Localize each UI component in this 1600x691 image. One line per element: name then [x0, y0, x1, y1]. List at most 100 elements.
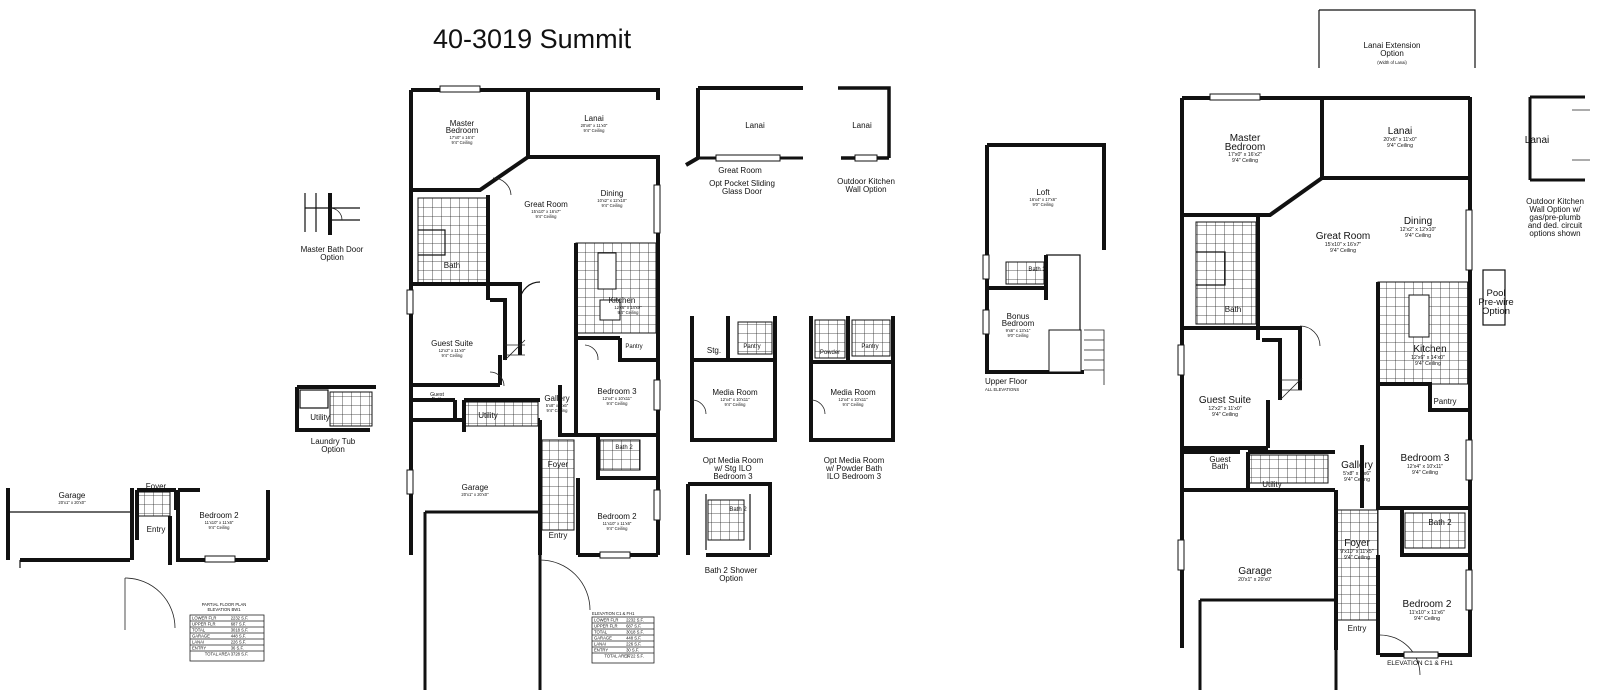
upper-floor-caption: Upper Floor	[985, 377, 1028, 386]
area-row-label: GARAGE	[594, 636, 612, 641]
plan-a-bedroom3-ceiling: 9'4" Ceiling	[607, 401, 629, 406]
area-row-label: UPPER FLR	[192, 622, 216, 627]
media1-pantry-label: Pantry	[743, 344, 760, 350]
plan-a-master-ceiling: 9'4" Ceiling	[452, 140, 474, 145]
plan-a-kitchen-ceiling: 9'4" Ceiling	[618, 310, 640, 315]
plan-b-gallery-size: 5'x8" x 7'x6"	[1343, 471, 1371, 477]
area-row-value: 36 S.F.	[231, 646, 244, 651]
plan-b-master-size: 17'x0" x 16'x2"	[1228, 152, 1262, 158]
plan-a-lanai-ceiling: 9'4" Ceiling	[584, 128, 606, 133]
area-row-value: 3018 S.F.	[626, 630, 644, 635]
plan-b-foyer-label: Foyer	[1344, 538, 1370, 549]
plan-a-gallery-size: 5'x8" x 7'x6"	[546, 403, 569, 408]
plan-b-dining-ceiling: 9'4" Ceiling	[1405, 233, 1431, 239]
plan-a-great-room-ceiling: 9'4" Ceiling	[536, 214, 558, 219]
plan-a-bedroom2-size: 11'x10" x 11'x6"	[603, 521, 632, 526]
plan-b-dining-label: Dining	[1404, 216, 1432, 227]
opt-lanai1-label: Lanai	[745, 121, 765, 130]
plan-b-bedroom2-ceiling: 9'4" Ceiling	[1414, 616, 1440, 622]
area-row-label: LANAI	[192, 640, 204, 645]
area-total-label: TOTAL AREA	[604, 654, 629, 659]
opt-lanai2-label: Lanai	[852, 121, 872, 130]
area-row-label: TOTAL	[594, 630, 608, 635]
plan-b-great-room-label: Great Room	[1316, 231, 1370, 242]
opt-great-room-label: Great Room	[718, 166, 762, 175]
sheet-title: 40-3019 Summit	[433, 24, 632, 54]
area-row-value: 30 S.F.	[626, 648, 639, 653]
partial-entry-label: Entry	[147, 525, 166, 534]
plan-b-garage-label: Garage	[1238, 566, 1272, 577]
area-row-label: GARAGE	[192, 634, 210, 639]
plan-a-garage-label: Garage	[462, 483, 489, 492]
plan-b-pantry-label: Pantry	[1433, 397, 1456, 406]
area-total-value: 3722 S.F.	[626, 654, 644, 659]
plan-b-bedroom3-size: 12'x4" x 10'x11"	[1407, 464, 1443, 470]
plan-a-bedroom2-ceiling: 9'4" Ceiling	[607, 526, 629, 531]
area-row-value: 448 S.F.	[626, 636, 641, 641]
area-row-value: 687 S.F.	[231, 622, 246, 627]
area-row-label: LOWER FLR	[594, 618, 618, 623]
media2-name: Media Room	[830, 388, 876, 397]
area-total-value: 3728 S.F.	[231, 652, 249, 657]
plan-a-great-room-label: Great Room	[524, 200, 568, 209]
plan-b-utility-label: Utility	[1262, 480, 1282, 489]
plan-b-bath2-label: Bath 2	[1428, 518, 1452, 527]
area-row-label: ENTRY	[192, 646, 206, 651]
area-row-label: TOTAL	[192, 628, 206, 633]
plan-a-dining-label: Dining	[601, 189, 624, 198]
plan-b-guest-suite-size: 12'x2" x 11'x0"	[1208, 406, 1241, 412]
upper-floor-plan: Loft 16'x4" x 17'x6" 9'0" Ceiling Bath 3…	[982, 143, 1106, 392]
plan-b-garage-size: 20'x1" x 20'x0"	[1238, 577, 1272, 583]
plan-a-dining-size: 10'x2" x 12'x10"	[597, 198, 627, 203]
upper-bonus-ceiling: 9'0" Ceiling	[1008, 333, 1030, 338]
plan-b-great-room-ceiling: 9'4" Ceiling	[1330, 248, 1356, 254]
plan-b-entry-label: Entry	[1348, 624, 1367, 633]
plan-b-gallery-ceiling: 9'4" Ceiling	[1344, 477, 1370, 483]
plan-a-great-room-size: 15'x10" x 16'x7"	[531, 209, 561, 214]
partial-foyer-label: Foyer	[146, 482, 167, 491]
plan-a-entry-label: Entry	[549, 531, 568, 540]
plan-a-utility-label: Utility	[478, 411, 498, 420]
partial-bedroom2-label: Bedroom 2	[199, 511, 239, 520]
area-row-value: 3018 S.F.	[231, 628, 249, 633]
plan-a-master-size: 17'x0" x 16'4"	[449, 135, 475, 140]
area-row-value: 226 S.F.	[231, 640, 246, 645]
upper-floor-sub: ALL ELEVATIONS	[985, 387, 1019, 392]
plan-b-kitchen-ceiling: 9'4" Ceiling	[1415, 361, 1441, 367]
media2-pantry-label: Pantry	[861, 344, 878, 350]
plan-a-bath-label: Bath	[444, 261, 460, 270]
plan-b-bath-label: Bath	[1225, 305, 1241, 314]
partial-floor-plan: Garage 20'x1" x 20'x0" Foyer Entry Bedro…	[6, 482, 270, 630]
plan-b-elevation-label: ELEVATION C1 & FH1	[1387, 660, 1453, 667]
plan-b-guest-suite-ceiling: 9'4" Ceiling	[1212, 412, 1238, 418]
plan-a-kitchen-label: Kitchen	[609, 296, 636, 305]
plan-a-bath2-label: Bath 2	[615, 445, 633, 451]
plan-a-lanai-size: 20'x6" x 11'x0"	[581, 123, 608, 128]
plan-a-lanai-label: Lanai	[584, 114, 604, 123]
plan-b-bedroom2-label: Bedroom 2	[1403, 599, 1452, 610]
upper-loft-ceiling: 9'0" Ceiling	[1033, 202, 1055, 207]
media1-ceiling: 9'4" Ceiling	[725, 402, 747, 407]
area-total-label: TOTAL AREA	[205, 652, 230, 657]
area-row-label: LANAI	[594, 642, 606, 647]
plan-b-foyer-size: 9'x10" x 11'x5"	[1340, 549, 1373, 555]
